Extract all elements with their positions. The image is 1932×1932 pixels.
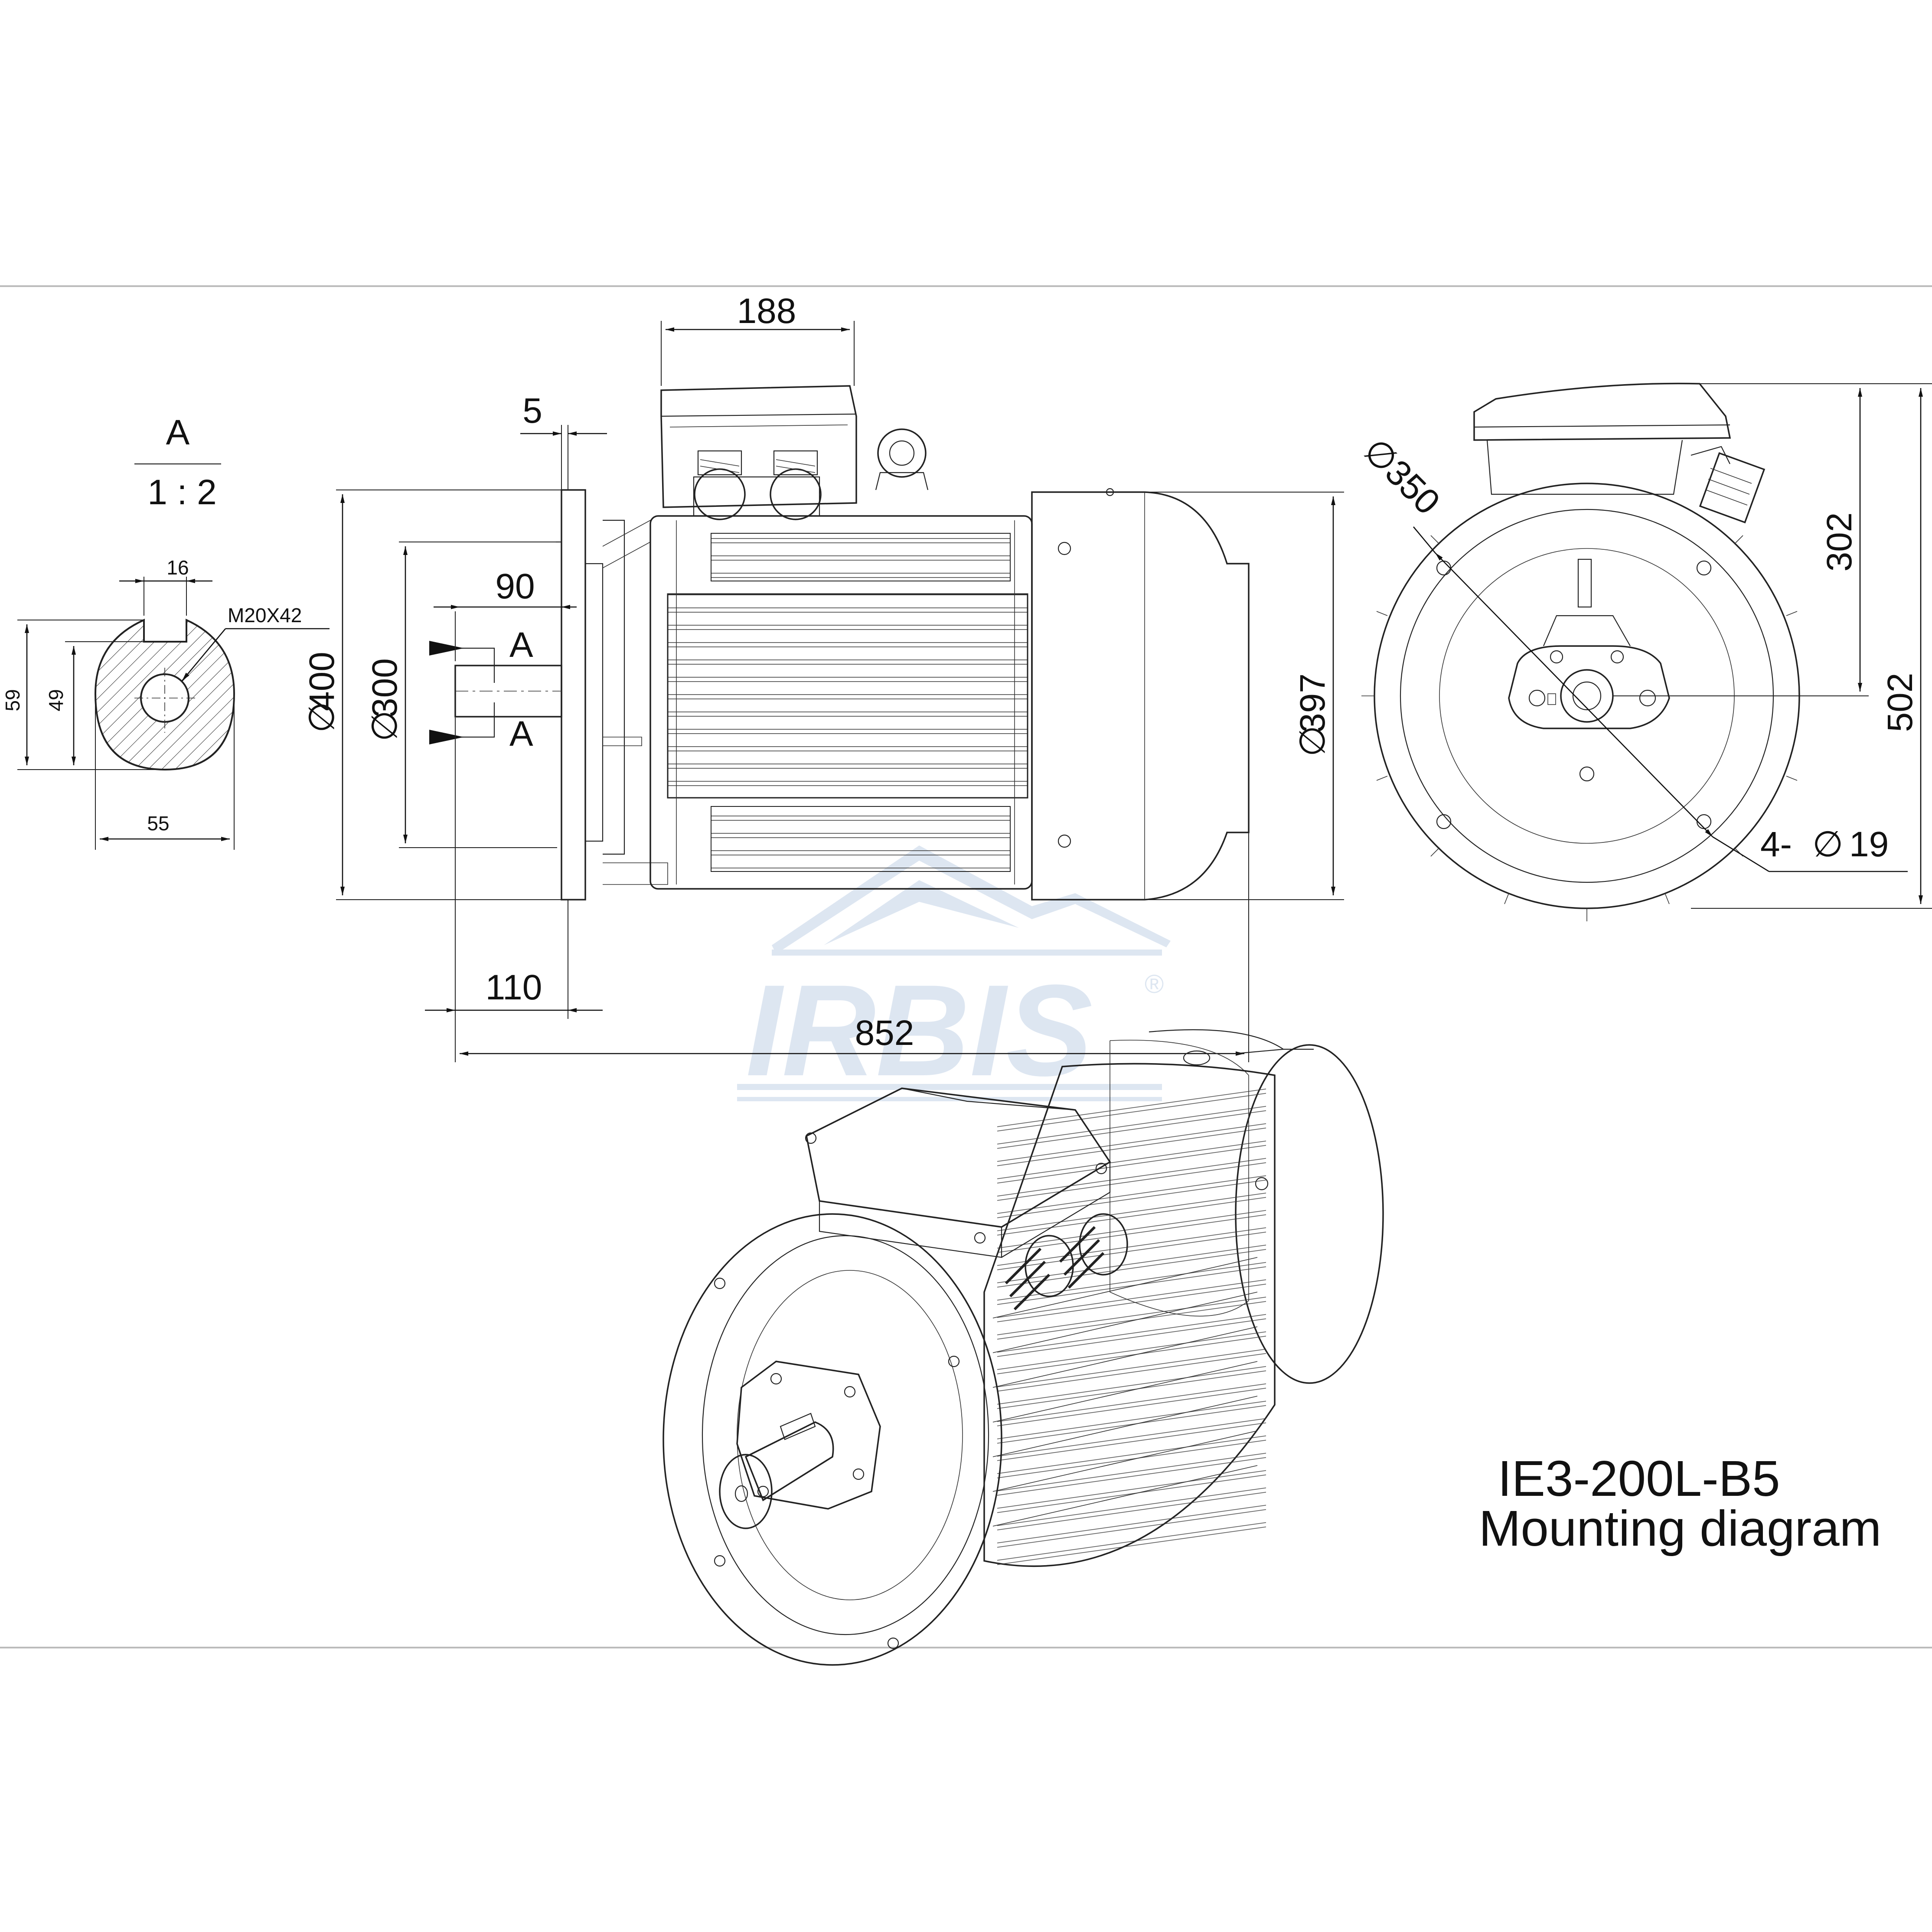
section-mark-top: A	[509, 625, 533, 665]
model-title: IE3-200L-B5	[1498, 1450, 1780, 1507]
spigot-diameter-value: 300	[365, 658, 405, 718]
holes-count: 4-	[1760, 825, 1792, 864]
watermark-logo: IRBIS ®	[737, 845, 1171, 1103]
shaft-length-label: 110	[486, 968, 542, 1007]
spigot-diameter-symbol: ∅	[365, 711, 405, 741]
holes-diameter-symbol: ∅	[1812, 825, 1843, 864]
section-a-view: A 1 : 2 16 M20X42 59 49 55	[1, 413, 330, 850]
fan-cover	[1031, 491, 1250, 901]
body-diameter-value: 397	[1293, 673, 1332, 733]
overall-length-label: 852	[855, 1013, 914, 1053]
watermark-text: IRBIS	[746, 957, 1093, 1103]
diagram-subtitle: Mounting diagram	[1479, 1500, 1882, 1557]
lifting-eye	[877, 428, 927, 478]
isometric-view	[662, 1029, 1384, 1666]
section-mark-bottom: A	[509, 714, 533, 754]
iso-front-flange	[662, 1213, 1002, 1666]
height-49-label: 49	[45, 689, 67, 711]
side-view: A A 188 5 90 ∅ 400 ∅ 300	[302, 291, 1344, 1062]
pitch-circle-label: ∅ 350	[1356, 431, 1447, 522]
height-59-label: 59	[1, 689, 24, 711]
overall-height-label: 502	[1880, 673, 1920, 732]
cable-gland-right	[770, 450, 822, 520]
registered-mark: ®	[1145, 969, 1164, 999]
body-diameter-label: ∅ 397	[1293, 673, 1332, 757]
body-diameter-symbol: ∅	[1293, 726, 1332, 757]
flange-diameter-value: 400	[302, 652, 342, 711]
title-block: IE3-200L-B5 Mounting diagram	[1479, 1450, 1882, 1557]
iso-shaft	[744, 1421, 834, 1501]
iso-cable-glands	[1005, 1213, 1128, 1311]
thread-label: M20X42	[228, 604, 302, 627]
key-width-label: 16	[166, 556, 189, 579]
terminal-box-width-label: 188	[737, 291, 796, 331]
end-view-cable-gland	[1690, 446, 1766, 524]
shaft-diameter-label: 55	[147, 812, 169, 835]
mounting-holes-label: 4- ∅ 19	[1760, 825, 1889, 864]
section-label: A	[166, 413, 190, 452]
flange-thickness-label: 5	[522, 391, 542, 431]
holes-diameter-value: 19	[1849, 825, 1889, 864]
section-offset-label: 90	[495, 567, 535, 606]
drawing-frame	[0, 285, 1932, 1648]
spigot-diameter-label: ∅ 300	[365, 658, 405, 741]
axis-height-label: 302	[1820, 512, 1859, 572]
terminal-box	[660, 385, 857, 508]
section-scale: 1 : 2	[147, 473, 217, 512]
flange-diameter-symbol: ∅	[302, 702, 342, 733]
end-view: ∅ 350 302 502 4- ∅ 19	[1356, 382, 1932, 921]
cable-gland-left	[694, 450, 746, 520]
flange-diameter-label: ∅ 400	[302, 652, 342, 733]
